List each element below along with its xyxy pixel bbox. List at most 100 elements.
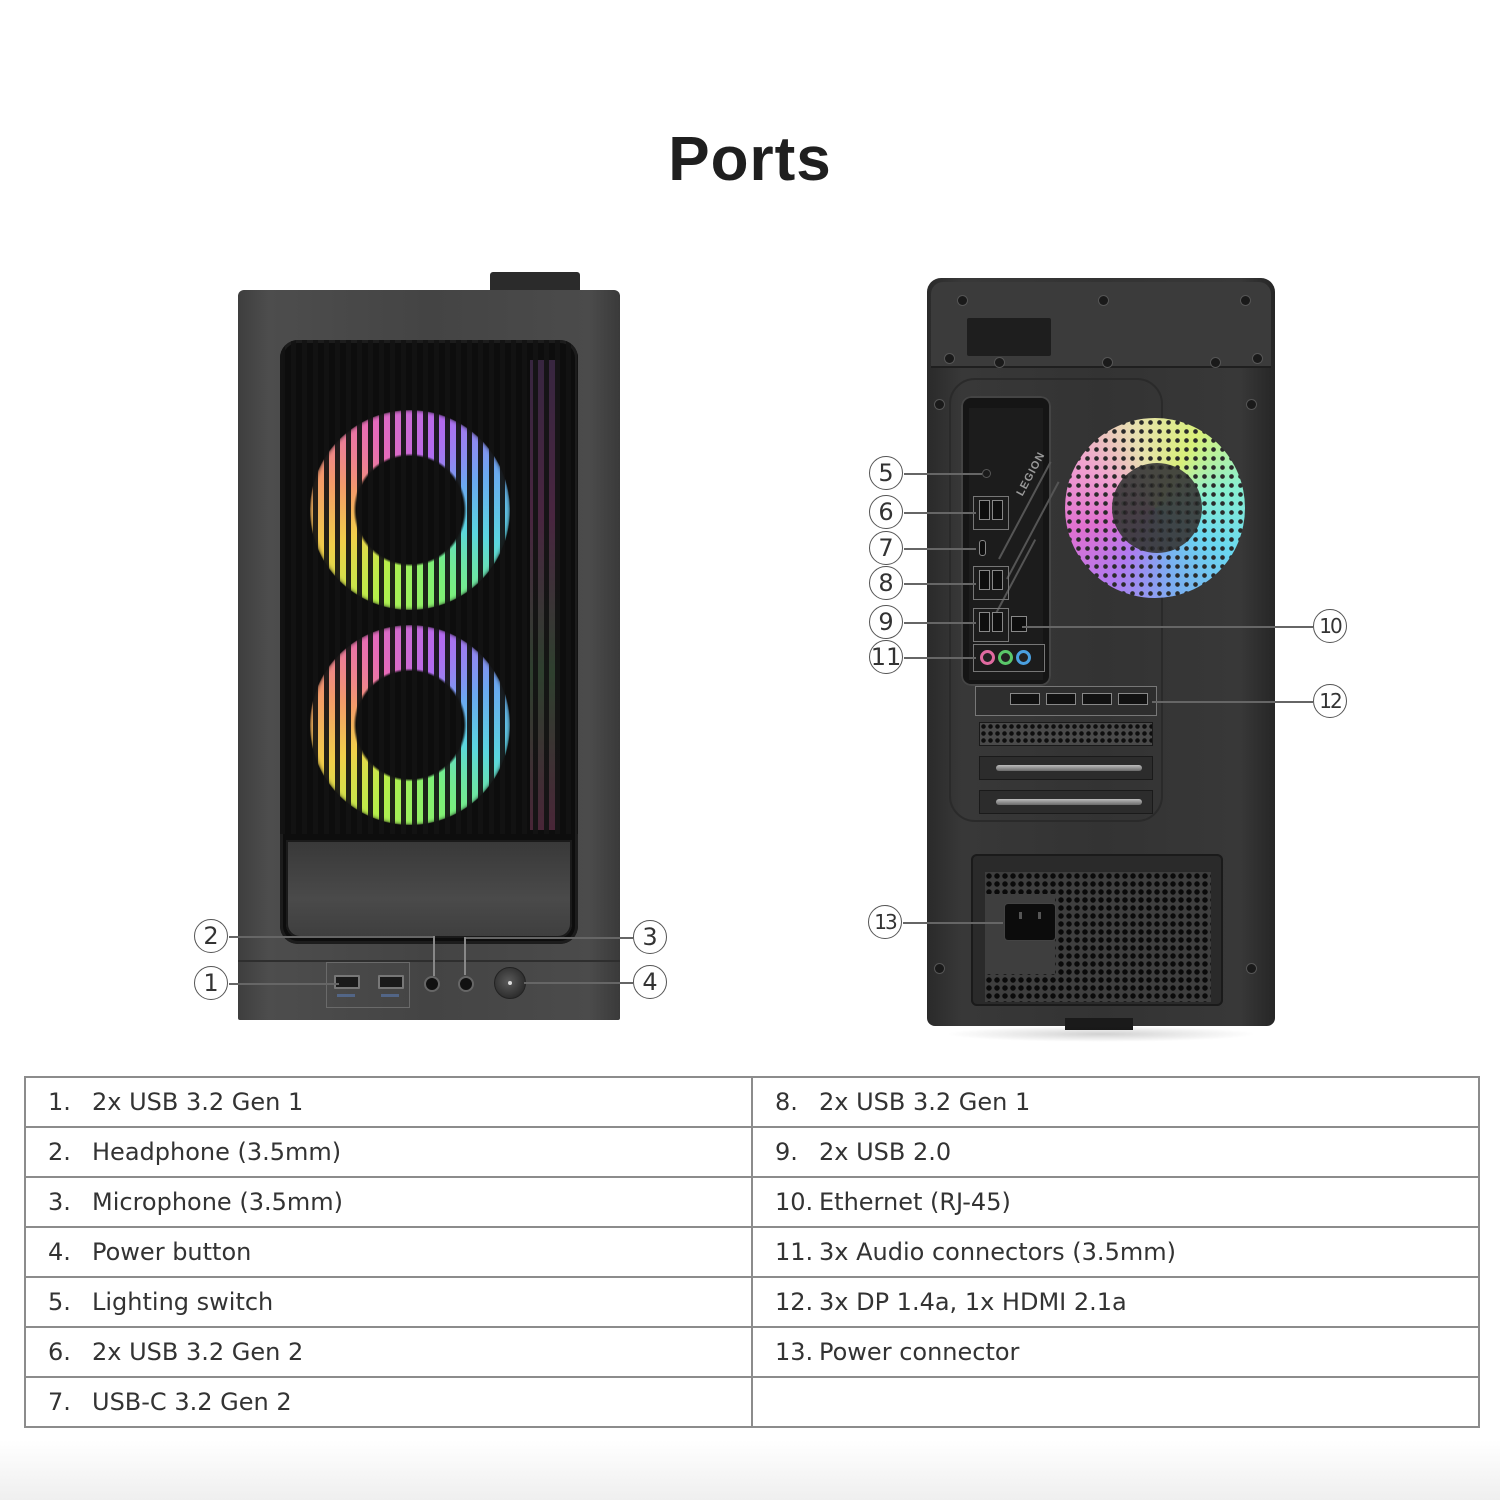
callout-13: 13 (868, 905, 902, 939)
microphone-jack-icon (458, 976, 474, 992)
callout-9: 9 (869, 605, 903, 639)
callout-leader (904, 657, 976, 659)
callout-leader (433, 936, 435, 976)
lighting-switch-icon (983, 470, 990, 477)
front-case (238, 290, 620, 1020)
callout-leader (904, 583, 976, 585)
table-row: 5.Lighting switch 12.3x DP 1.4a, 1x HDMI… (24, 1276, 1480, 1328)
port-label: 3x Audio connectors (3.5mm) (819, 1238, 1176, 1266)
case-foot (1065, 1018, 1133, 1030)
audio-jack-green-icon (998, 650, 1013, 665)
headphone-jack-icon (424, 976, 440, 992)
callout-leader (904, 473, 982, 475)
callout-leader (903, 922, 1003, 924)
ethernet-port-icon (1011, 616, 1027, 632)
port-label: 2x USB 3.2 Gen 2 (92, 1338, 304, 1366)
table-row: 7.USB-C 3.2 Gen 2 (24, 1376, 1480, 1428)
usb-a-port-icon (992, 500, 1003, 520)
port-label: Power connector (819, 1338, 1020, 1366)
callout-6: 6 (869, 495, 903, 529)
table-cell: 4.Power button (24, 1226, 753, 1278)
usb-a-port-icon (979, 570, 990, 590)
usb-a-port-icon (378, 975, 404, 989)
callout-2: 2 (194, 919, 228, 953)
table-cell: 13.Power connector (751, 1326, 1480, 1378)
port-label: USB-C 3.2 Gen 2 (92, 1388, 292, 1416)
rear-io-panel: LEGION (961, 396, 1060, 686)
port-label: 2x USB 3.2 Gen 1 (819, 1088, 1031, 1116)
callout-7: 7 (869, 531, 903, 565)
rear-top-plate (931, 282, 1271, 368)
displayport-icon (1082, 693, 1112, 705)
table-row: 4.Power button 11.3x Audio connectors (3… (24, 1226, 1480, 1278)
callout-leader (464, 937, 466, 975)
callout-11: 11 (869, 640, 903, 674)
callout-4: 4 (633, 965, 667, 999)
callout-leader (229, 936, 434, 938)
table-cell: 10.Ethernet (RJ-45) (751, 1176, 1480, 1228)
top-handle (967, 318, 1051, 356)
table-cell: 5.Lighting switch (24, 1276, 753, 1328)
port-label: Lighting switch (92, 1288, 274, 1316)
callout-leader (904, 548, 976, 550)
callout-3: 3 (633, 920, 667, 954)
callout-1: 1 (194, 966, 228, 1000)
port-label: Power button (92, 1238, 252, 1266)
displayport-icon (1046, 693, 1076, 705)
displayport-icon (1118, 693, 1148, 705)
expansion-slot-cover (979, 790, 1153, 814)
usb-ss-logo-icon (381, 994, 399, 997)
callout-leader (1022, 626, 1313, 628)
usb-a-port-icon (979, 612, 990, 632)
callout-leader (904, 622, 976, 624)
table-row: 3.Microphone (3.5mm) 10.Ethernet (RJ-45) (24, 1176, 1480, 1228)
table-row: 6.2x USB 3.2 Gen 2 13.Power connector (24, 1326, 1480, 1378)
usb-a-port-icon (979, 500, 990, 520)
callout-10: 10 (1313, 609, 1347, 643)
power-supply (971, 854, 1223, 1006)
callout-5: 5 (869, 456, 903, 490)
rear-case: LEGION (927, 278, 1275, 1026)
vented-slot-cover (979, 722, 1153, 746)
port-label: 2x USB 3.2 Gen 1 (92, 1088, 304, 1116)
port-label: 3x DP 1.4a, 1x HDMI 2.1a (819, 1288, 1127, 1316)
usb-group-box (973, 608, 1009, 642)
audio-jack-pink-icon (980, 650, 995, 665)
table-cell: 3.Microphone (3.5mm) (24, 1176, 753, 1228)
fan-blade (1112, 463, 1202, 553)
page-title: Ports (668, 124, 832, 194)
audio-jack-blue-icon (1016, 650, 1031, 665)
expansion-slot-cover (979, 756, 1153, 780)
table-cell: 6.2x USB 3.2 Gen 2 (24, 1326, 753, 1378)
rear-view-image: LEGION (925, 278, 1277, 1042)
table-cell-empty (751, 1376, 1480, 1428)
table-cell: 12.3x DP 1.4a, 1x HDMI 2.1a (751, 1276, 1480, 1328)
io-divider (238, 960, 620, 962)
table-cell: 8.2x USB 3.2 Gen 1 (751, 1076, 1480, 1128)
callout-leader (1152, 701, 1313, 703)
hdmi-port-icon (1010, 693, 1040, 705)
table-cell: 2.Headphone (3.5mm) (24, 1126, 753, 1178)
callout-12: 12 (1313, 684, 1347, 718)
front-grille (280, 340, 578, 834)
gpu-io-bracket (975, 686, 1157, 716)
power-button-icon (494, 967, 526, 999)
table-row: 1.2x USB 3.2 Gen 1 8.2x USB 3.2 Gen 1 (24, 1076, 1480, 1128)
table-row: 2.Headphone (3.5mm) 9.2x USB 2.0 (24, 1126, 1480, 1178)
front-usb-group (326, 962, 410, 1008)
callout-leader (524, 982, 633, 984)
port-label: Headphone (3.5mm) (92, 1138, 342, 1166)
callout-leader (904, 512, 976, 514)
front-view-image (238, 272, 620, 1020)
port-label: Microphone (3.5mm) (92, 1188, 343, 1216)
top-handle (490, 272, 580, 294)
callout-leader (464, 937, 633, 939)
usb-ss-logo-icon (337, 994, 355, 997)
table-cell: 7.USB-C 3.2 Gen 2 (24, 1376, 753, 1428)
usb-c-port-icon (979, 540, 986, 556)
table-cell: 9.2x USB 2.0 (751, 1126, 1480, 1178)
callout-leader (229, 983, 339, 985)
usb-a-port-icon (992, 570, 1003, 590)
usb-a-port-icon (334, 975, 360, 989)
front-lower-panel (286, 840, 572, 938)
